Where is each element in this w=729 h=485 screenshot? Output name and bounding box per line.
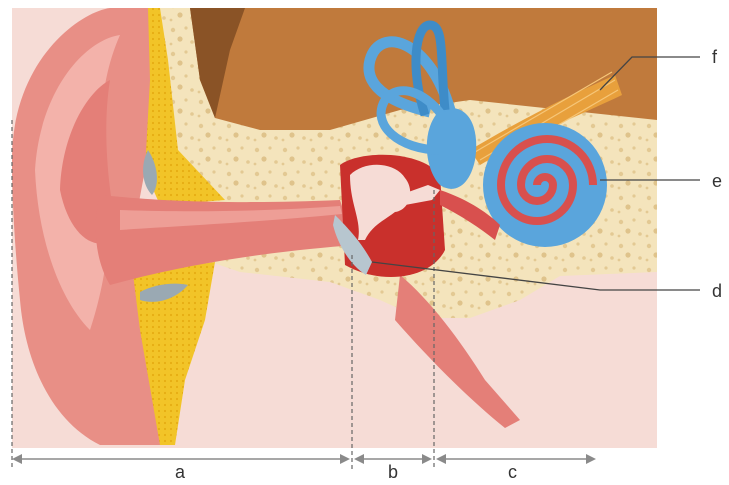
label-f: f [712, 47, 718, 67]
label-c: c [508, 462, 517, 482]
label-d: d [712, 281, 722, 301]
label-b: b [388, 462, 398, 482]
label-e: e [712, 171, 722, 191]
label-a: a [175, 462, 186, 482]
